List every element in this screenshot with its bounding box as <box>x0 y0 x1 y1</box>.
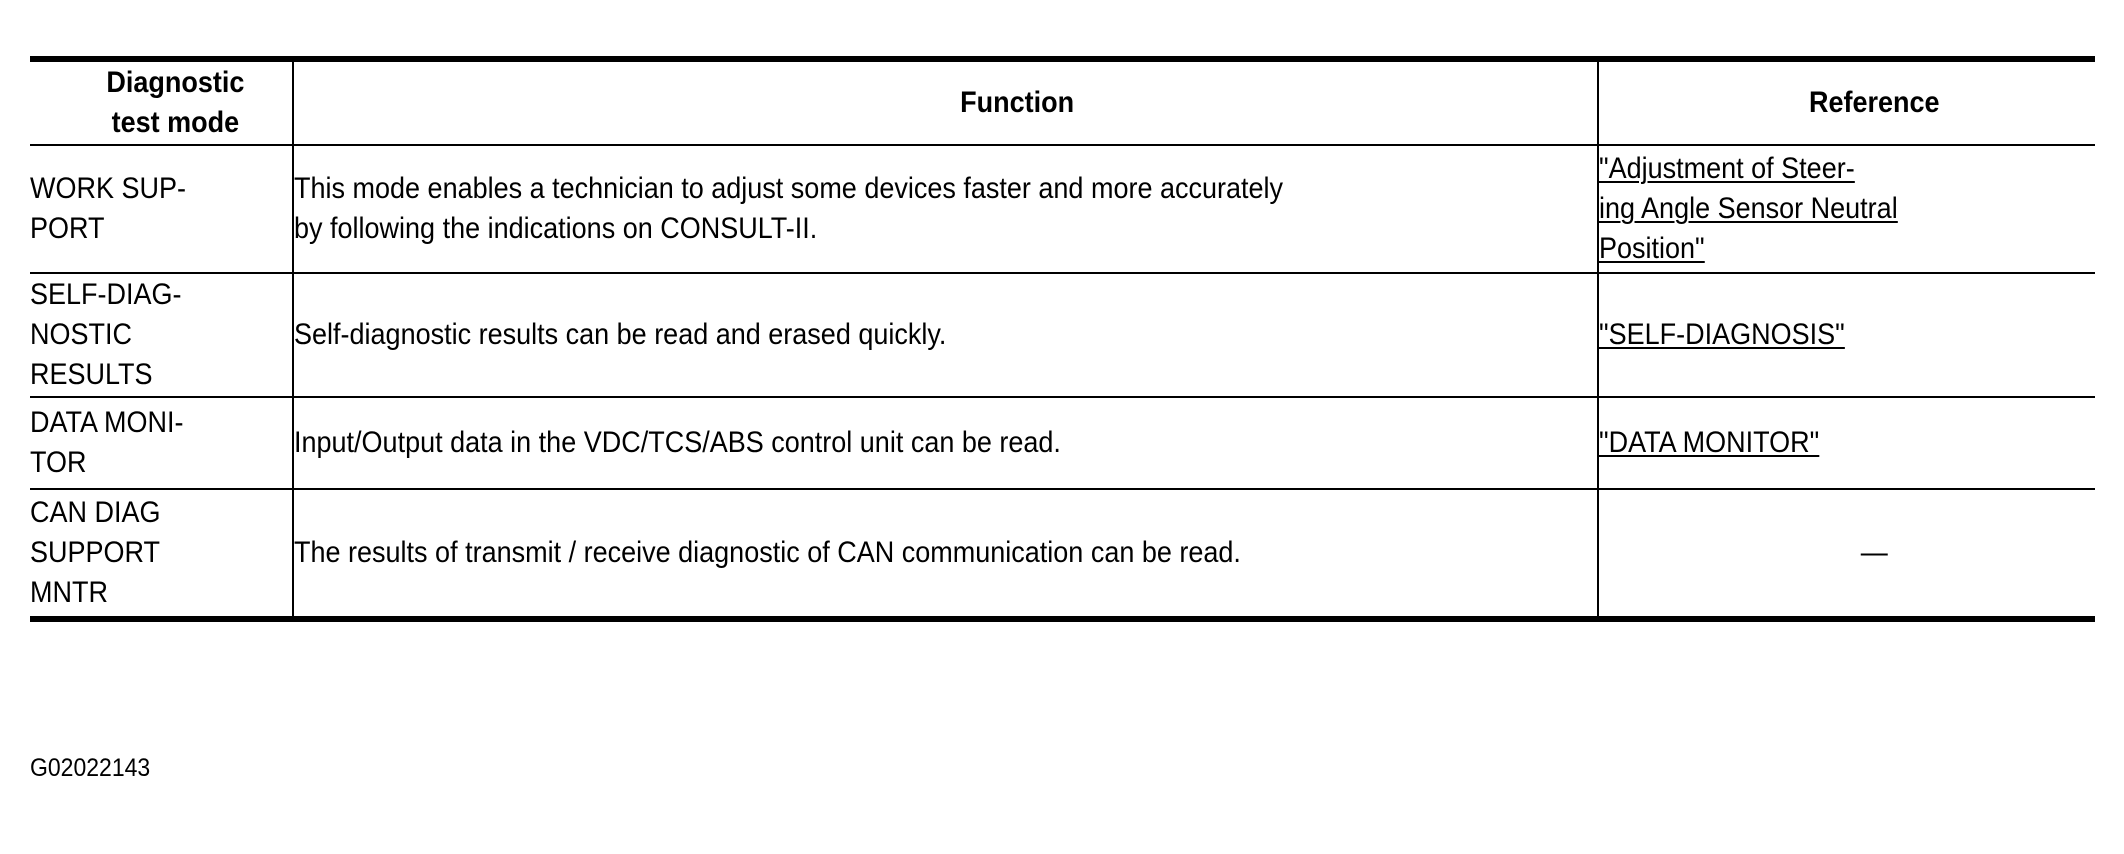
table-row: CAN DIAG SUPPORT MNTR The results of tra… <box>30 488 2095 622</box>
cell-diagnostic-test-mode: SELF-DIAG- NOSTIC RESULTS <box>30 272 294 398</box>
reference-link-line-2[interactable]: ing Angle Sensor Neutral <box>1599 191 1898 225</box>
reference-link-line-1[interactable]: "Adjustment of Steer- <box>1599 151 1855 185</box>
column-header-mode-line-1: Diagnostic <box>106 65 245 99</box>
mode-line-1: WORK SUP- <box>30 171 187 205</box>
cell-function: The results of transmit / receive diagno… <box>292 488 1599 622</box>
column-header-diagnostic-test-mode: Diagnostic test mode <box>30 56 294 146</box>
function-line-1: The results of transmit / receive diagno… <box>294 535 1241 569</box>
reference-link-line-1[interactable]: "SELF-DIAGNOSIS" <box>1599 317 1845 351</box>
cell-reference[interactable]: "DATA MONITOR" <box>1597 396 2095 490</box>
function-line-1: Input/Output data in the VDC/TCS/ABS con… <box>294 425 1061 459</box>
table-row: DATA MONI- TOR Input/Output data in the … <box>30 396 2095 490</box>
diagnostic-test-mode-table: Diagnostic test mode Function Reference <box>30 56 2095 622</box>
mode-line-3: MNTR <box>30 576 108 610</box>
cell-reference: — <box>1597 488 2095 622</box>
column-header-function: Function <box>292 56 1599 146</box>
table-header-row: Diagnostic test mode Function Reference <box>30 56 2095 146</box>
column-header-mode-line-2: test mode <box>111 106 240 139</box>
table-row: WORK SUP- PORT This mode enables a techn… <box>30 144 2095 274</box>
function-line-1: This mode enables a technician to adjust… <box>294 171 1284 205</box>
table-row: SELF-DIAG- NOSTIC RESULTS Self-diagnosti… <box>30 272 2095 398</box>
mode-line-2: PORT <box>30 212 105 245</box>
table-header: Diagnostic test mode Function Reference <box>30 56 2095 146</box>
cell-reference[interactable]: "Adjustment of Steer- ing Angle Sensor N… <box>1597 144 2095 274</box>
reference-link-line-3[interactable]: Position" <box>1599 232 1705 266</box>
table-body: WORK SUP- PORT This mode enables a techn… <box>30 144 2095 622</box>
reference-link-adjustment-of-steering-angle-sensor-neutral-position[interactable]: "Adjustment of Steer- ing Angle Sensor N… <box>1599 149 2094 270</box>
cell-function: Input/Output data in the VDC/TCS/ABS con… <box>292 396 1599 490</box>
reference-link-line-1[interactable]: "DATA MONITOR" <box>1599 425 1820 459</box>
cell-diagnostic-test-mode: CAN DIAG SUPPORT MNTR <box>30 488 294 622</box>
mode-line-2: TOR <box>30 446 87 479</box>
column-header-function-text: Function <box>960 85 1075 119</box>
mode-line-1: SELF-DIAG- <box>30 277 182 311</box>
column-header-reference: Reference <box>1597 56 2095 146</box>
function-line-1: Self-diagnostic results can be read and … <box>294 317 947 351</box>
cell-function: This mode enables a technician to adjust… <box>292 144 1599 274</box>
reference-link-data-monitor[interactable]: "DATA MONITOR" <box>1599 423 2094 463</box>
mode-line-2: SUPPORT <box>30 535 161 569</box>
cell-diagnostic-test-mode: DATA MONI- TOR <box>30 396 294 490</box>
cell-function: Self-diagnostic results can be read and … <box>292 272 1599 398</box>
cell-diagnostic-test-mode: WORK SUP- PORT <box>30 144 294 274</box>
column-header-reference-text: Reference <box>1808 85 1940 119</box>
mode-line-2: NOSTIC <box>30 317 133 351</box>
mode-line-3: RESULTS <box>30 358 153 392</box>
cell-reference[interactable]: "SELF-DIAGNOSIS" <box>1597 272 2095 398</box>
diagnostic-test-mode-table-wrapper: Diagnostic test mode Function Reference <box>30 56 2095 622</box>
figure-caption-code: G02022143 <box>30 754 151 782</box>
mode-line-1: DATA MONI- <box>30 405 184 439</box>
mode-line-1: CAN DIAG <box>30 495 161 529</box>
function-line-2: by following the indications on CONSULT-… <box>294 212 818 245</box>
no-reference-dash: — <box>1860 535 1888 569</box>
reference-link-self-diagnosis[interactable]: "SELF-DIAGNOSIS" <box>1599 315 2094 355</box>
